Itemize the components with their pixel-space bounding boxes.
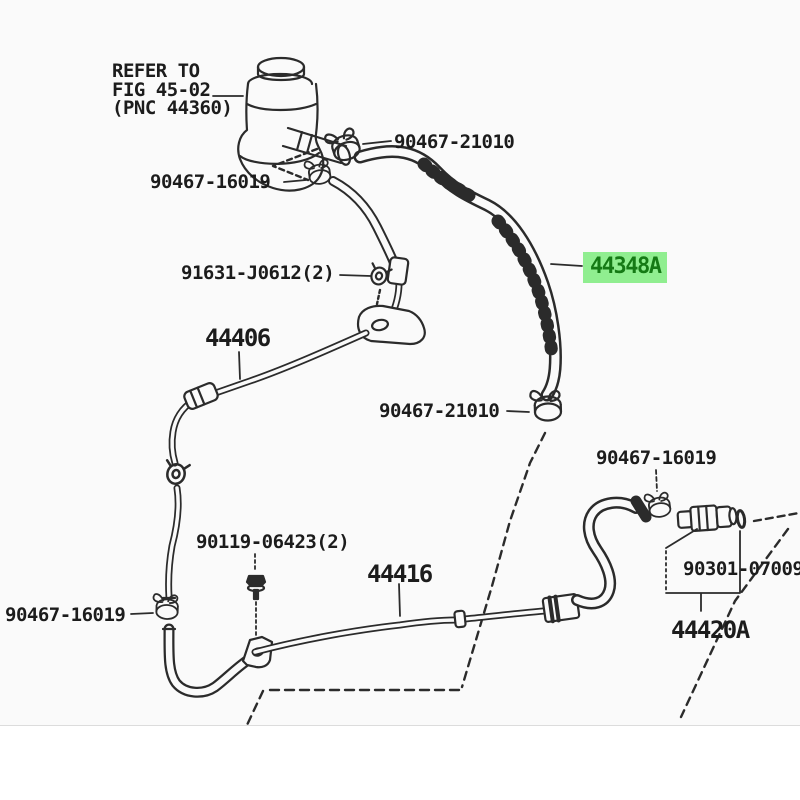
grommet-lower <box>161 459 191 488</box>
bracket-upper <box>356 304 426 346</box>
label-clamp-top: 90467-21010 <box>394 131 515 153</box>
tube-collar <box>453 609 467 629</box>
label-clamp-upper-left: 90467-16019 <box>150 171 271 193</box>
oring-90301 <box>735 509 747 529</box>
leader-lines <box>130 95 741 638</box>
hose-lower-left <box>161 623 257 698</box>
fitting-union-44420a <box>676 504 747 532</box>
label-tube-44406: 44406 <box>205 324 271 352</box>
label-hose-44348a-highlighted: 44348A <box>583 252 668 283</box>
label-tube-44416: 44416 <box>367 560 433 588</box>
label-clamp-mid: 90467-21010 <box>379 400 500 422</box>
reservoir-tank <box>237 56 352 192</box>
refer-note: REFER TO FIG 45-02 (PNC 44360) <box>112 60 233 119</box>
label-grommet-pair: 91631-J0612(2) <box>181 262 335 284</box>
tube-44416 <box>251 593 581 656</box>
label-clamp-right: 90467-16019 <box>596 447 717 469</box>
tube-44406 <box>161 329 370 601</box>
tube-union <box>183 382 219 410</box>
clamp-upper-16019 <box>303 157 333 187</box>
label-union-44420a: 44420A <box>671 616 750 644</box>
label-clamp-bottom-left: 90467-16019 <box>5 604 126 626</box>
refer-note-line2: FIG 45-02 <box>112 78 211 101</box>
hose-44348a <box>353 145 562 402</box>
refer-note-line3: (PNC 44360) <box>112 97 233 119</box>
label-bolt-90119: 90119-06423(2) <box>196 531 350 553</box>
label-oring-90301: 90301-07009 <box>683 558 800 580</box>
hose-upper-return <box>328 176 410 321</box>
hose-44420a <box>571 495 652 610</box>
refer-note-line1: REFER TO <box>112 60 200 82</box>
